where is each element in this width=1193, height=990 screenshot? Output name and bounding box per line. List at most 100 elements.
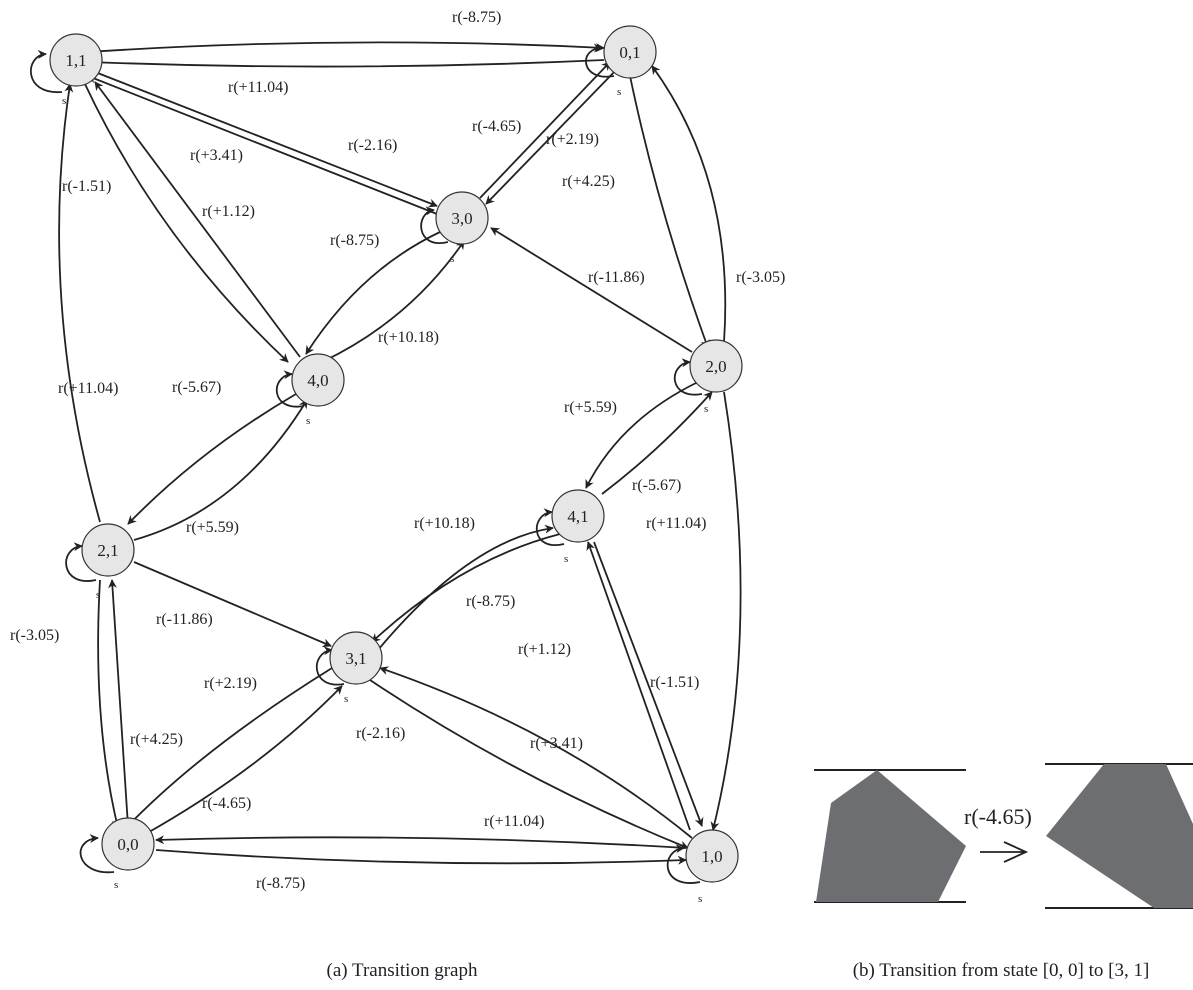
- self-loop-label: s: [114, 879, 118, 891]
- edge-30-40: [305, 231, 441, 355]
- edge-label: r(+1.12): [518, 641, 571, 658]
- edges: [58, 41, 742, 865]
- node-2-1: 2,1: [81, 523, 135, 577]
- edge-11-01: [87, 41, 605, 53]
- node-label: 0,1: [619, 43, 640, 62]
- edge-label: r(+5.59): [186, 519, 239, 536]
- edge-label: r(+11.04): [646, 515, 706, 532]
- self-loop-31: [316, 646, 345, 686]
- self-loop-label: s: [306, 415, 310, 427]
- edge-41-31: [371, 533, 561, 643]
- edge-label: r(-8.75): [452, 9, 501, 26]
- edge-label: r(-3.05): [10, 627, 59, 644]
- edge-00-31: [141, 685, 343, 837]
- node-label: 4,1: [567, 507, 588, 526]
- edge-label: r(-11.86): [588, 269, 645, 286]
- edge-31-10: [369, 679, 689, 850]
- edge-label: r(+11.04): [228, 79, 288, 96]
- node-3-1: 3,1: [329, 631, 383, 685]
- edge-label: r(-2.16): [348, 137, 397, 154]
- node-3-0: 3,0: [435, 191, 489, 245]
- edge-label: r(+1.12): [202, 203, 255, 220]
- edge-label: r(-4.65): [202, 795, 251, 812]
- transition-graph: s s s s s s s s s s 1,1 0,1: [10, 9, 785, 981]
- edge-40-21: [127, 393, 297, 525]
- edge-label: r(-8.75): [466, 593, 515, 610]
- node-label: 1,1: [65, 51, 86, 70]
- self-loop-label: s: [704, 403, 708, 415]
- edge-label: r(-1.51): [62, 178, 111, 195]
- edge-label: r(-5.67): [172, 379, 221, 396]
- edge-label: r(+5.59): [564, 399, 617, 416]
- edge-label: r(+3.41): [190, 147, 243, 164]
- edge-31-41: [377, 524, 554, 651]
- edge-21-11: [58, 83, 101, 523]
- edge-label: r(+10.18): [414, 515, 475, 532]
- self-loop-30: [420, 206, 449, 244]
- node-label: 0,0: [117, 835, 138, 854]
- edge-31-00: [121, 667, 333, 833]
- state-after: [1045, 763, 1193, 909]
- self-loop-label: s: [344, 693, 348, 705]
- edge-00-10: [155, 849, 687, 865]
- node-4-0: 4,0: [291, 353, 345, 407]
- node-2-0: 2,0: [689, 339, 743, 393]
- edge-label: r(+4.25): [562, 173, 615, 190]
- edge-label: r(+2.19): [204, 675, 257, 692]
- edge-label: r(-3.05): [736, 269, 785, 286]
- self-loop-00: [79, 834, 115, 874]
- node-label: 3,0: [451, 209, 472, 228]
- edge-label: r(-1.51): [650, 674, 699, 691]
- edge-30-01: [479, 61, 611, 199]
- edge-40-11: [94, 81, 301, 358]
- self-loop-40: [276, 370, 305, 408]
- edge-00-21: [108, 579, 129, 827]
- edge-label: r(+11.04): [58, 380, 118, 397]
- node-label: 4,0: [307, 371, 328, 390]
- edge-label: r(+10.18): [378, 329, 439, 346]
- self-loop-41: [536, 508, 565, 546]
- edge-label: r(-8.75): [330, 232, 379, 249]
- edge-label: r(-2.16): [356, 725, 405, 742]
- edge-label: r(-8.75): [256, 875, 305, 892]
- node-1-0: 1,0: [685, 829, 739, 883]
- transition-arrow: [980, 841, 1029, 863]
- edge-labels: r(-8.75) r(+11.04) r(-2.16) r(+3.41) r(+…: [10, 9, 785, 892]
- node-1-1: 1,1: [49, 33, 103, 87]
- edge-11-40: [83, 81, 289, 363]
- transition-example: r(-4.65) (b) Transition from state [0, 0…: [814, 763, 1193, 981]
- node-label: 3,1: [345, 649, 366, 668]
- self-loop-11: [29, 49, 63, 93]
- edge-10-31: [379, 666, 693, 839]
- node-label: 2,1: [97, 541, 118, 560]
- self-loop-label: s: [96, 589, 100, 601]
- self-loops: s s s s s s s s s s: [29, 43, 708, 905]
- edge-label: r(-5.67): [632, 477, 681, 494]
- edge-01-11: [89, 57, 605, 68]
- self-loop-10: [666, 844, 701, 884]
- self-loop-label: s: [698, 893, 702, 905]
- edge-20-41: [585, 381, 699, 489]
- edge-label: r(+4.25): [130, 731, 183, 748]
- shape-after: [1046, 764, 1193, 908]
- node-label: 1,0: [701, 847, 722, 866]
- edge-10-00: [155, 835, 687, 849]
- self-loop-21: [65, 542, 97, 582]
- edge-label: r(+11.04): [484, 813, 544, 830]
- edge-40-30: [321, 240, 465, 363]
- edge-label: r(-11.86): [156, 611, 213, 628]
- node-0-1: 0,1: [603, 25, 657, 79]
- edge-label: r(+3.41): [530, 735, 583, 752]
- node-label: 2,0: [705, 357, 726, 376]
- state-before: [814, 769, 966, 903]
- edge-21-00: [97, 579, 121, 829]
- edge-41-10: [593, 541, 704, 827]
- edge-10-41: [586, 541, 691, 831]
- edge-01-30: [485, 67, 619, 205]
- self-loop-label: s: [62, 95, 66, 107]
- edge-20-10: [710, 391, 742, 831]
- edge-11-30: [89, 69, 438, 208]
- node-4-1: 4,1: [551, 489, 605, 543]
- edge-30-11: [87, 74, 438, 215]
